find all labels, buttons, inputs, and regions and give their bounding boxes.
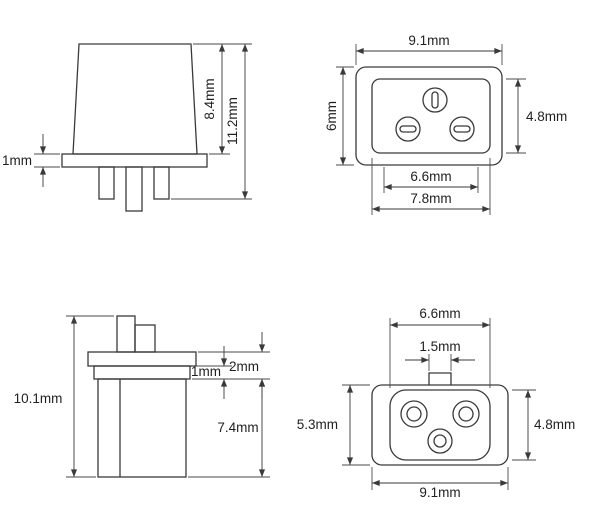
dim-label-body-height: 8.4mm <box>202 78 217 119</box>
component-pin-short <box>134 324 156 353</box>
dim-label-outer-height: 6mm <box>324 101 339 131</box>
dim-label-inner-height: 4.8mm <box>526 109 567 124</box>
component-body-outline <box>97 378 187 478</box>
dim-label-outer-width: 9.1mm <box>408 33 449 48</box>
dim-label-recess-width: 7.8mm <box>410 191 451 206</box>
socket-hole-right-inner <box>458 406 474 422</box>
socket-hole-bottom-inner <box>433 434 447 448</box>
component-body-outline <box>72 43 198 155</box>
view-front-face: 9.1mm 6mm 4.8mm 6.6mm 7.8mm <box>324 33 567 215</box>
dim-label-inner-width: 6.6mm <box>410 169 451 184</box>
socket-hole-bottom-outer <box>427 428 453 454</box>
dim-label-total-height: 11.2mm <box>225 97 240 145</box>
dim-label-outer-width: 9.1mm <box>419 485 460 500</box>
dim-label-flange-thickness: 1mm <box>2 153 32 168</box>
component-pin-right <box>153 166 170 200</box>
dim-label-inner-width: 6.6mm <box>419 306 460 321</box>
screw-terminal-right <box>449 116 475 142</box>
view-side-upright: 1mm 8.4mm 11.2mm <box>2 43 252 212</box>
component-flange-lower <box>93 365 191 380</box>
component-pin-left <box>98 166 115 200</box>
back-tab-outline <box>428 372 452 385</box>
socket-hole-left-inner <box>406 406 422 422</box>
view-back-face: 6.6mm 1.5mm 5.3mm 4.8mm 9.1mm <box>297 306 576 500</box>
screw-terminal-top <box>422 87 448 113</box>
screw-slot-left <box>399 125 417 133</box>
view-side-inverted: 10.1mm 1mm 2mm 7.4mm <box>14 315 270 478</box>
face-outer-outline <box>355 66 503 166</box>
dim-label-outer-height: 5.3mm <box>297 417 338 432</box>
dim-label-collar-height: 2mm <box>229 359 259 374</box>
screw-terminal-left <box>395 116 421 142</box>
socket-hole-left-outer <box>400 400 428 428</box>
back-recess-outline <box>389 389 491 461</box>
back-outer-outline <box>371 384 509 466</box>
component-flange-outline <box>61 153 208 168</box>
screw-slot-right <box>453 125 471 133</box>
dim-label-inner-height: 4.8mm <box>534 417 575 432</box>
component-flange-upper <box>87 351 197 367</box>
dim-label-tab-width: 1.5mm <box>419 339 460 354</box>
dim-label-body-height: 7.4mm <box>217 420 258 435</box>
dim-label-total-height: 10.1mm <box>14 391 63 406</box>
component-pin-center <box>125 166 143 212</box>
face-recess-outline <box>371 78 491 154</box>
component-pin-tall <box>116 315 136 353</box>
socket-hole-right-outer <box>452 400 480 428</box>
screw-slot-top <box>431 91 439 109</box>
dim-label-flange-thickness: 1mm <box>191 364 221 379</box>
